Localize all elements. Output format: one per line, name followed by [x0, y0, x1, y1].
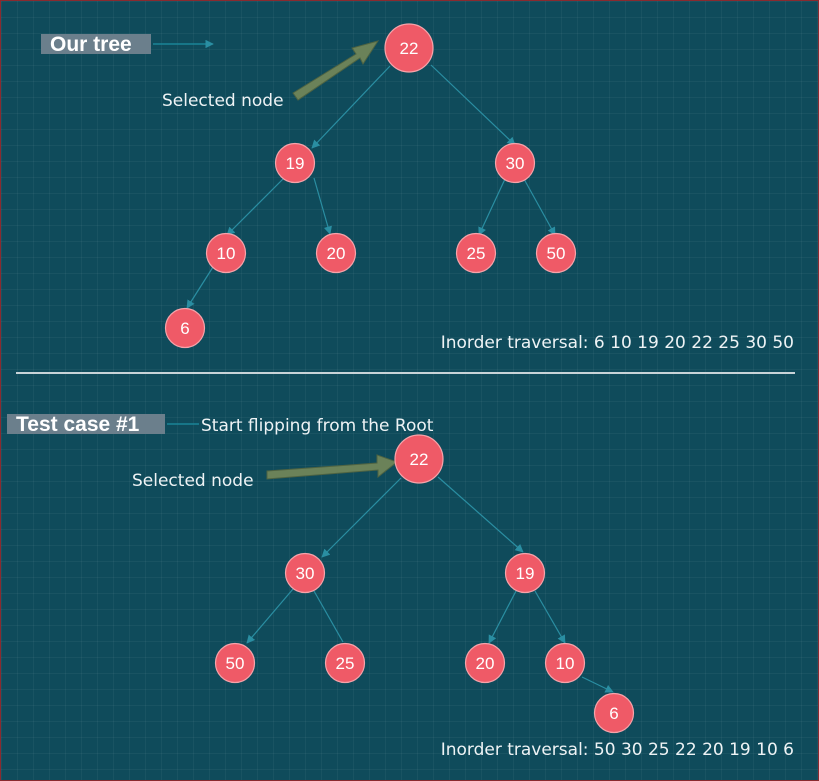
bottom-traversal-text: Inorder traversal: 50 30 25 22 20 19 10 … [441, 740, 794, 760]
bottom-node-22: 22 [394, 434, 444, 484]
top-node-6-label: 6 [180, 319, 189, 338]
bottom-node-19-label: 19 [516, 564, 535, 583]
bottom-node-25: 25 [324, 642, 366, 684]
top-node-10: 10 [205, 232, 247, 274]
bottom-node-10-label: 10 [556, 654, 575, 673]
bottom-node-20: 20 [464, 642, 506, 684]
bottom-node-20-label: 20 [476, 654, 495, 673]
bottom-edge-22-19 [437, 476, 524, 553]
bottom-edge-30-50 [246, 588, 294, 644]
top-selected-label: Selected node [162, 91, 284, 111]
top-edge-30-25 [478, 178, 506, 236]
bottom-node-30-label: 30 [296, 564, 315, 583]
bottom-node-6: 6 [593, 692, 635, 734]
bottom-section: Test case #1 Start flipping from the Roo… [7, 413, 794, 760]
top-node-19: 19 [274, 142, 316, 184]
bottom-edge-30-25 [313, 590, 344, 643]
top-node-20: 20 [315, 232, 357, 274]
top-node-19-label: 19 [286, 154, 305, 173]
top-node-20-label: 20 [327, 244, 346, 263]
top-node-22-label: 22 [400, 39, 419, 58]
bottom-note: Start flipping from the Root [201, 416, 434, 436]
top-edge-19-10 [226, 177, 285, 236]
top-node-6: 6 [164, 307, 206, 349]
top-node-50-label: 50 [547, 244, 566, 263]
top-selected-arrow [292, 40, 380, 101]
top-edge-22-19 [311, 65, 391, 149]
top-node-30-label: 30 [506, 154, 525, 173]
bottom-node-22-label: 22 [410, 450, 429, 469]
top-node-25-label: 25 [467, 244, 486, 263]
top-title-box [41, 34, 151, 54]
bottom-node-30: 30 [284, 552, 326, 594]
top-edge-19-20 [313, 177, 332, 235]
bottom-selected-label: Selected node [132, 471, 254, 491]
top-node-30: 30 [494, 142, 536, 184]
top-edge-10-6 [186, 266, 214, 309]
top-node-10-label: 10 [217, 244, 236, 263]
bottom-title: Test case #1 [16, 413, 140, 436]
bottom-title-box [7, 414, 165, 434]
top-node-50: 50 [535, 232, 577, 274]
bottom-node-50-label: 50 [226, 654, 245, 673]
bottom-node-6-label: 6 [609, 704, 618, 723]
bottom-edge-22-30 [321, 477, 402, 558]
top-edge-30-50 [523, 178, 556, 236]
top-section: Our tree Selected node 22 19 [41, 23, 794, 353]
bottom-node-10: 10 [544, 642, 586, 684]
top-node-25: 25 [455, 232, 497, 274]
bottom-edge-19-10 [534, 590, 566, 644]
bottom-node-50: 50 [214, 642, 256, 684]
bottom-node-25-label: 25 [336, 654, 355, 673]
bottom-node-19: 19 [504, 552, 546, 594]
bottom-selected-arrow [266, 454, 399, 480]
bottom-edge-19-20 [488, 590, 517, 644]
top-edge-22-30 [430, 64, 516, 146]
top-node-22: 22 [384, 23, 434, 73]
bottom-edge-10-6 [581, 676, 614, 693]
top-title: Our tree [50, 33, 132, 56]
top-traversal-text: Inorder traversal: 6 10 19 20 22 25 30 5… [441, 333, 794, 353]
